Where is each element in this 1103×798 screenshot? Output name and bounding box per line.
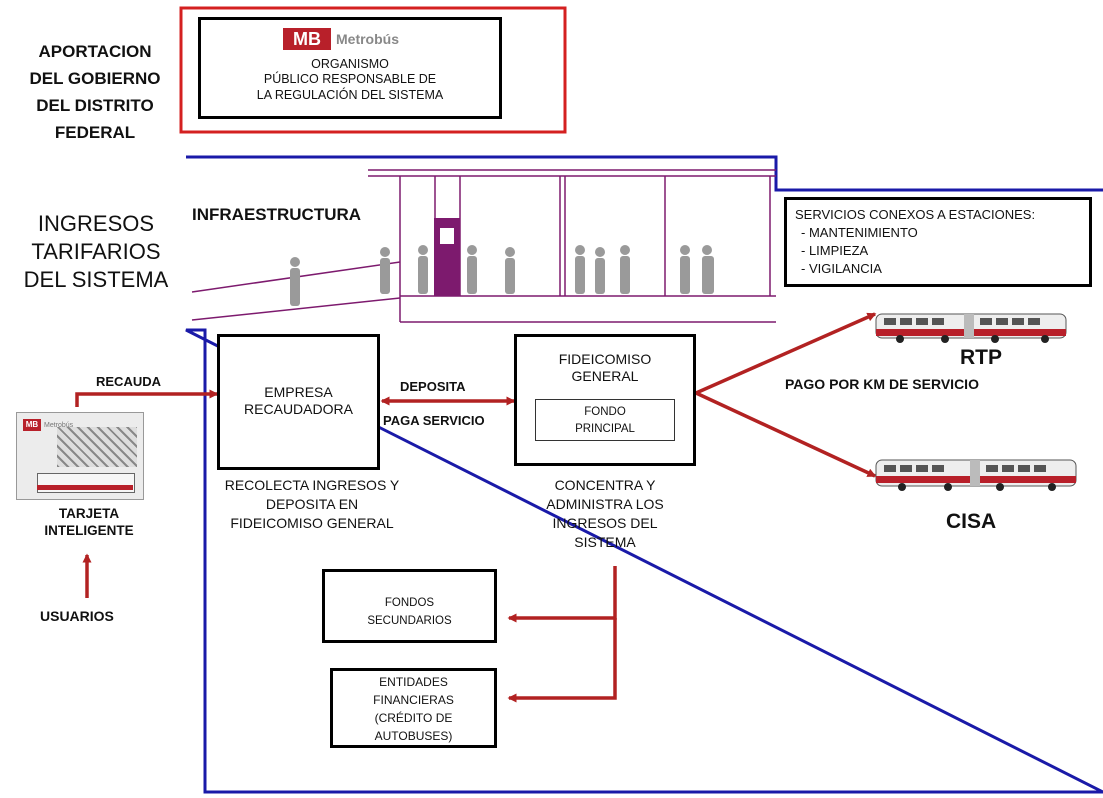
deposit-label: DEPOSITA [400,379,466,394]
gov-contribution-label: APORTACION DEL GOBIERNO DEL DISTRITO FED… [29,42,161,142]
general-trust-box: FIDEICOMISO GENERAL FONDO PRINCIPAL [514,334,696,466]
arrow-to-cisa [695,391,877,478]
arrow-to-rtp [695,312,877,395]
cisa-label: CISA [946,510,997,533]
system-outline [185,155,1103,794]
arrow-to-entidades [507,618,617,703]
financial-entities-box: ENTIDADES FINANCIERAS (CRÉDITO DE AUTOBU… [330,668,497,748]
services-title: SERVICIOS CONEXOS A ESTACIONES: [795,207,1036,222]
rtp-label: RTP [960,346,1002,369]
metrobus-logo-text: Metrobús [336,31,399,47]
collects-label: RECAUDA [96,374,161,389]
services-item: - VIGILANCIA [801,261,882,276]
services-item: - MANTENIMIENTO [801,225,918,240]
metrobus-logo: MB Metrobús [283,28,399,50]
fare-income-label: INGRESOS TARIFARIOS DEL SISTEMA [23,211,169,292]
government-outline [179,6,567,134]
passenger-figures [290,245,714,306]
collector-company-box: EMPRESA RECAUDADORA [217,334,380,470]
secondary-funds-box: FONDOS SECUNDARIOS [322,569,497,643]
pays-service-label: PAGA SERVICIO [383,413,485,428]
station-illustration [191,169,776,323]
card-logo-text: Metrobús [44,421,74,429]
trust-caption: CONCENTRA Y ADMINISTRA LOS INGRESOS DEL … [546,477,664,550]
km-payment-label: PAGO POR KM DE SERVICIO [785,376,979,392]
bus-cisa-image [875,459,1077,491]
metrobus-logo-icon: MB [283,28,331,50]
arrow-recauda [75,389,219,407]
infrastructure-label: INFRAESTRUCTURA [192,205,362,224]
bus-rtp-image [875,313,1067,343]
related-services-box: SERVICIOS CONEXOS A ESTACIONES: - MANTEN… [784,197,1092,287]
main-fund-box: FONDO PRINCIPAL [535,399,675,441]
arrow-to-fondos [507,566,617,623]
smart-card-image: MB Metrobús [16,412,144,500]
users-label: USUARIOS [40,608,114,624]
regulator-description: ORGANISMO PÚBLICO RESPONSABLE DE LA REGU… [256,57,444,102]
smart-card-label: TARJETA INTELIGENTE [44,506,134,538]
regulator-box: MB Metrobús ORGANISMO PÚBLICO RESPONSABL… [198,17,502,119]
collector-caption: RECOLECTA INGRESOS Y DEPOSITA EN FIDEICO… [224,477,400,531]
card-logo-icon: MB [23,419,41,431]
services-item: - LIMPIEZA [801,243,869,258]
